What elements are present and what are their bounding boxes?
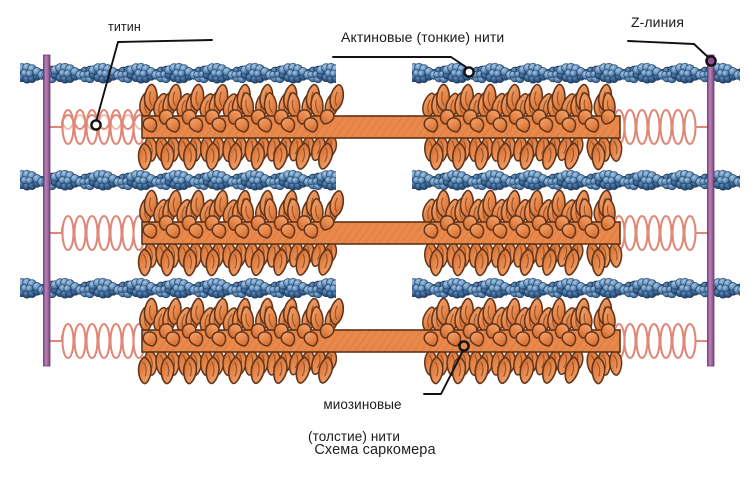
actin-segment	[20, 169, 336, 191]
actin-segment	[20, 277, 336, 299]
actin-segment	[20, 62, 336, 84]
label-titin: титин	[108, 20, 141, 34]
label-zline: Z-линия	[631, 14, 685, 30]
label-actin: Актиновые (тонкие) нити	[341, 29, 505, 45]
z-line-right	[707, 54, 715, 367]
myosin-filament-row-1	[136, 83, 625, 171]
actin-filament-row-1	[20, 62, 740, 84]
myosin-filaments	[136, 83, 625, 385]
leader-titin	[95, 39, 213, 123]
leader-markers	[90, 55, 717, 352]
marker-titin	[90, 119, 102, 131]
actin-segment	[412, 169, 740, 191]
label-myosin-line2: (толстие) нити	[308, 428, 400, 444]
marker-myosin	[458, 340, 470, 352]
myosin-filament-row-2	[136, 189, 625, 277]
leader-lines	[95, 39, 711, 395]
actin-filament-row-3	[20, 277, 740, 299]
marker-zline	[705, 55, 717, 67]
z-lines	[43, 54, 715, 367]
actin-segment	[412, 277, 740, 299]
z-line-left	[43, 54, 51, 367]
actin-segment	[412, 62, 740, 84]
titin-row-3	[45, 322, 713, 360]
label-myosin-line1: миозиновые	[323, 396, 402, 412]
figure-caption: Схема саркомера	[314, 442, 436, 458]
actin-filament-row-2	[20, 169, 740, 191]
actin-filaments	[20, 62, 740, 299]
label-myosin: миозиновые (толстие) нити	[308, 381, 402, 477]
leader-zline	[627, 40, 711, 60]
leader-myosin	[423, 348, 465, 395]
myosin-filament-row-3	[136, 297, 625, 385]
leader-actin	[332, 56, 470, 70]
marker-actin	[463, 66, 475, 78]
